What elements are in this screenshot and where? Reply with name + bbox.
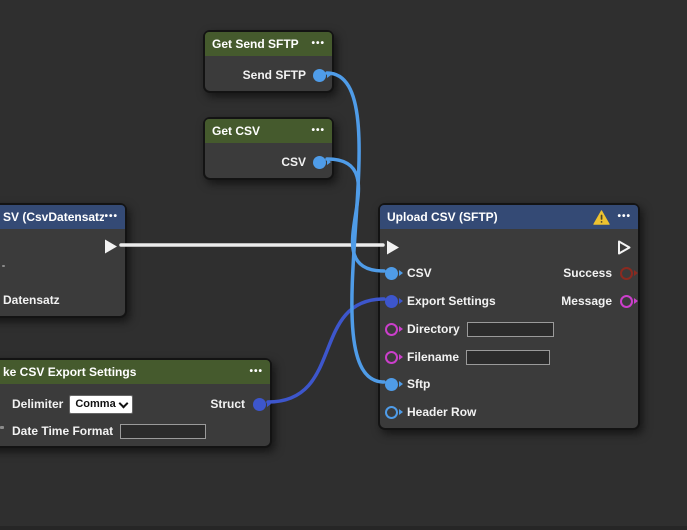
menu-dots-icon[interactable]: ••• <box>617 211 631 222</box>
input-label: Directory <box>407 322 460 336</box>
row-filename: Filename <box>385 347 633 367</box>
row-date-time-format: Date Time Format <box>12 421 265 441</box>
node-header[interactable]: ke CSV Export Settings ••• <box>0 360 270 384</box>
node-title: Upload CSV (SFTP) <box>387 210 498 224</box>
exec-output-port[interactable] <box>103 238 119 255</box>
exec-input-port[interactable] <box>385 239 401 256</box>
row-header-row: Header Row <box>385 402 633 422</box>
node-make-csv-export-settings[interactable]: ke CSV Export Settings ••• Delimiter Com… <box>0 358 272 448</box>
output-port-csv[interactable] <box>313 155 331 169</box>
filename-input[interactable] <box>466 349 551 365</box>
input-port-csv[interactable] <box>385 266 403 280</box>
row-label: Datensatz <box>3 293 60 307</box>
output-row: CSV <box>210 152 331 172</box>
node-header[interactable]: SV (CsvDatensatz) ••• <box>0 205 125 229</box>
input-label: Header Row <box>407 405 477 419</box>
input-label: Export Settings <box>407 294 496 308</box>
input-port-sftp[interactable] <box>385 377 403 391</box>
input-port-filename[interactable] <box>385 350 403 364</box>
exec-row <box>385 237 632 257</box>
wire-struct-to-export-settings[interactable] <box>266 297 386 404</box>
output-row: Send SFTP <box>210 65 331 85</box>
bottom-edge-strip <box>0 526 687 530</box>
directory-input[interactable] <box>466 321 554 337</box>
row-delimiter-struct: Delimiter Comma Struct <box>12 394 271 414</box>
menu-dots-icon[interactable]: ••• <box>311 38 325 49</box>
input-label: CSV <box>407 266 432 280</box>
node-header[interactable]: Get CSV ••• <box>205 119 332 143</box>
exec-output-port[interactable] <box>616 239 632 256</box>
output-label: Message <box>561 294 612 308</box>
input-port-directory[interactable] <box>385 322 403 336</box>
date-time-format-input[interactable] <box>120 423 207 439</box>
menu-dots-icon[interactable]: ••• <box>104 211 118 222</box>
exec-output-row <box>0 236 119 256</box>
node-title: ke CSV Export Settings <box>3 365 137 379</box>
output-label: Success <box>563 266 612 280</box>
node-get-csv[interactable]: Get CSV ••• CSV <box>203 117 334 180</box>
node-header[interactable]: Get Send SFTP ••• <box>205 32 332 56</box>
warning-icon <box>593 209 611 225</box>
node-upload-csv-sftp[interactable]: Upload CSV (SFTP) ••• CSV <box>378 203 640 430</box>
output-port-message[interactable] <box>620 294 638 308</box>
node-title: Get Send SFTP <box>212 37 299 51</box>
wire-sendsftp-to-sftp[interactable] <box>325 71 386 384</box>
output-port-success[interactable] <box>620 266 638 280</box>
truncated-label-fragment <box>2 265 5 267</box>
input-port-export-settings[interactable] <box>385 294 403 308</box>
output-port-struct[interactable] <box>253 397 271 411</box>
row-directory: Directory <box>385 319 633 339</box>
menu-dots-icon[interactable]: ••• <box>249 366 263 377</box>
node-csv-datensatz[interactable]: SV (CsvDatensatz) ••• Datensatz <box>0 203 127 318</box>
node-title: SV (CsvDatensatz) <box>3 210 105 224</box>
row-csv-success: CSV Success <box>385 263 638 283</box>
node-title: Get CSV <box>212 124 261 138</box>
row-datensatz: Datensatz <box>3 290 119 310</box>
output-port-send-sftp[interactable] <box>313 68 331 82</box>
menu-dots-icon[interactable]: ••• <box>311 125 325 136</box>
input-label: Sftp <box>407 377 431 391</box>
row-exportsettings-message: Export Settings Message <box>385 291 638 311</box>
row-sftp: Sftp <box>385 374 633 394</box>
node-get-send-sftp[interactable]: Get Send SFTP ••• Send SFTP <box>203 30 334 93</box>
output-label: Send SFTP <box>242 68 306 82</box>
field-label: Date Time Format <box>12 424 114 438</box>
wire-csv-to-csv[interactable] <box>325 157 386 273</box>
input-port-header-row[interactable] <box>385 405 403 419</box>
output-label: CSV <box>281 155 306 169</box>
truncated-port-fragment <box>0 426 4 429</box>
node-header[interactable]: Upload CSV (SFTP) ••• <box>380 205 638 229</box>
input-label: Filename <box>407 350 460 364</box>
field-label: Delimiter <box>12 397 64 411</box>
output-label: Struct <box>210 397 245 411</box>
delimiter-select[interactable]: Comma <box>69 394 134 414</box>
